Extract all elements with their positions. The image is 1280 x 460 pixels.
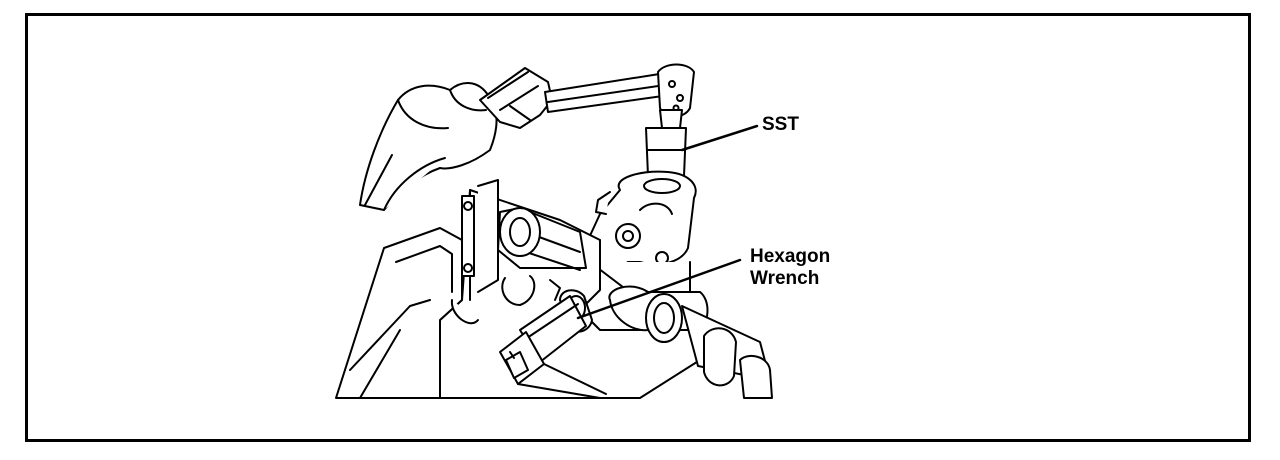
hexagon-wrench bbox=[499, 289, 607, 399]
hexagon-wrench-label-line2: Wrench bbox=[750, 268, 820, 289]
hexagon-wrench-leader-line bbox=[576, 258, 742, 320]
pinion-tube bbox=[608, 285, 773, 399]
mount-bracket bbox=[335, 227, 479, 399]
gloved-hand bbox=[359, 82, 498, 211]
sst-label: SST bbox=[762, 114, 799, 135]
sst-leader-line bbox=[680, 124, 759, 152]
torque-wrench bbox=[479, 63, 695, 129]
hexagon-wrench-label-line1: Hexagon bbox=[750, 246, 831, 267]
hexagon-wrench-label: Hexagon Wrench bbox=[750, 246, 830, 290]
